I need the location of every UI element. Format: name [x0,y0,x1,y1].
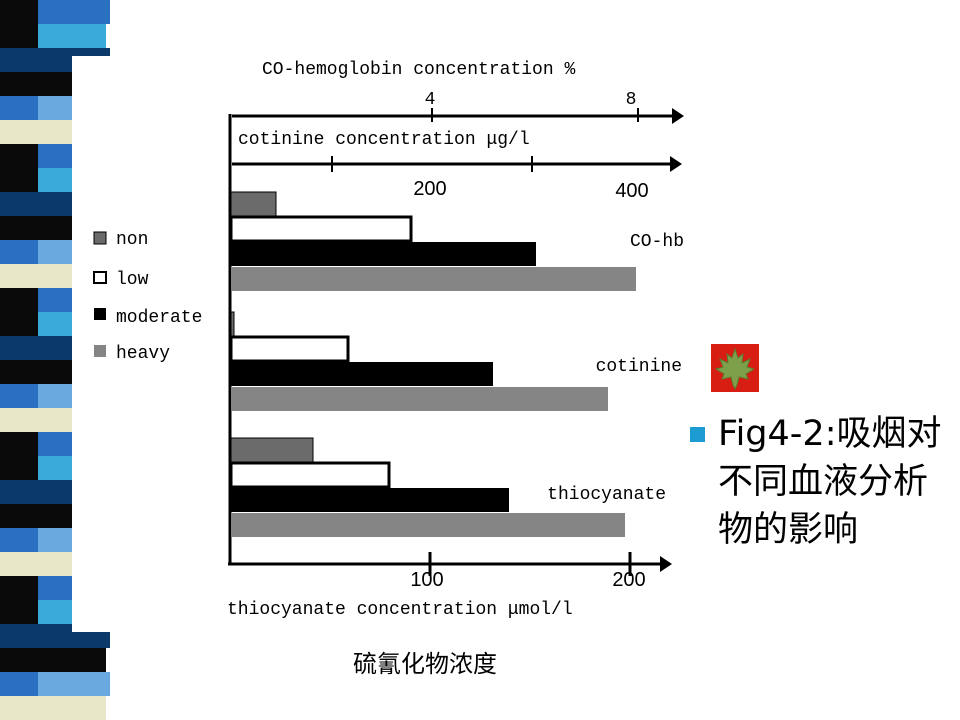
cotinine-tick-label-400: 400 [615,180,648,202]
stripe-edge [0,600,38,624]
legend-label-non: non [116,230,148,250]
stripe-edge [0,672,38,696]
cotinine-tick-label-200: 200 [413,178,446,200]
stripe-edge [0,0,38,24]
stripe-edge [0,576,38,600]
bar-cotinine-heavy [231,387,608,411]
cotinine-axis-arrow [670,156,682,172]
legend-swatch-moderate [94,308,106,320]
bar-chart: CO-hemoglobin concentration % 4 8 cotini… [93,60,684,620]
bar-cotinine-low [229,335,350,363]
stripe-edge [0,48,38,72]
stripe-edge [0,96,38,120]
bar-cotinine-moderate [231,362,493,386]
maple-leaf-icon [711,344,759,392]
bars-layer [229,191,636,537]
stripe-segment [34,648,106,672]
bar-thiocyanate-heavy [231,513,625,537]
cotinine-axis-title: cotinine concentration μg/l [238,130,530,150]
bar-thiocyanate-non [230,437,314,463]
legend-swatch-heavy [94,345,106,357]
thiocyanate-tick-label-200: 200 [612,569,645,591]
chart-figure: CO-hemoglobin concentration % 4 8 cotini… [72,56,688,632]
stripe-segment [34,696,106,720]
bullet-icon [690,427,705,442]
thiocyanate-axis-title: thiocyanate concentration μmol/l [227,600,573,620]
stripe-edge [0,624,38,648]
co-hb-tick-label-8: 8 [626,90,637,110]
bar-co-hb-non [230,191,277,217]
stripe-edge [0,144,38,168]
stripe-segment [34,24,106,48]
legend-swatch-non [93,231,107,245]
stripe-edge [0,432,38,456]
stripe-edge [0,168,38,192]
stripe-edge [0,72,38,96]
bar-co-hb-moderate [231,242,536,266]
group-label-cotinine: cotinine [596,357,682,377]
bar-co-hb-low [229,215,413,243]
co-hb-axis-arrow [672,108,684,124]
stripe-edge [0,264,38,288]
co-hb-tick-label-4: 4 [425,90,436,110]
stripe-edge [0,528,38,552]
group-label-co-hb: CO-hb [630,232,684,252]
stripe-edge [0,696,38,720]
stripe-edge [0,120,38,144]
stripe-segment [38,672,110,696]
stripe-edge [0,288,38,312]
stripe-edge [0,360,38,384]
thiocyanate-axis-arrow [660,556,672,572]
thiocyanate-tick-label-100: 100 [410,569,443,591]
stripe-edge [0,552,38,576]
stripe-edge [0,408,38,432]
stripe-edge [0,648,38,672]
bar-cotinine-non [230,311,235,337]
stripe-edge [0,24,38,48]
group-label-thiocyanate: thiocyanate [547,485,666,505]
bar-thiocyanate-moderate [231,488,509,512]
legend-swatch-low [93,271,107,284]
caption-text: Fig4-2:吸烟对不同血液分析物的影响 [718,414,942,550]
legend-label-low: low [116,270,149,290]
bar-co-hb-heavy [231,267,636,291]
bar-thiocyanate-low [229,461,391,489]
stripe-edge [0,312,38,336]
stripe-edge [0,384,38,408]
stripe-edge [0,192,38,216]
stripe-edge [0,504,38,528]
co-hb-axis-title: CO-hemoglobin concentration % [262,60,575,80]
slide-subtitle: 硫氰化物浓度 [353,650,497,678]
maple-leaf-shape [714,347,756,391]
stripe-edge [0,456,38,480]
stripe-edge [0,336,38,360]
stripe-edge [0,480,38,504]
stripe-edge [0,216,38,240]
legend-label-heavy: heavy [116,344,170,364]
stripe-segment [38,0,110,24]
stripe-edge [0,240,38,264]
legend-label-moderate: moderate [116,308,202,328]
